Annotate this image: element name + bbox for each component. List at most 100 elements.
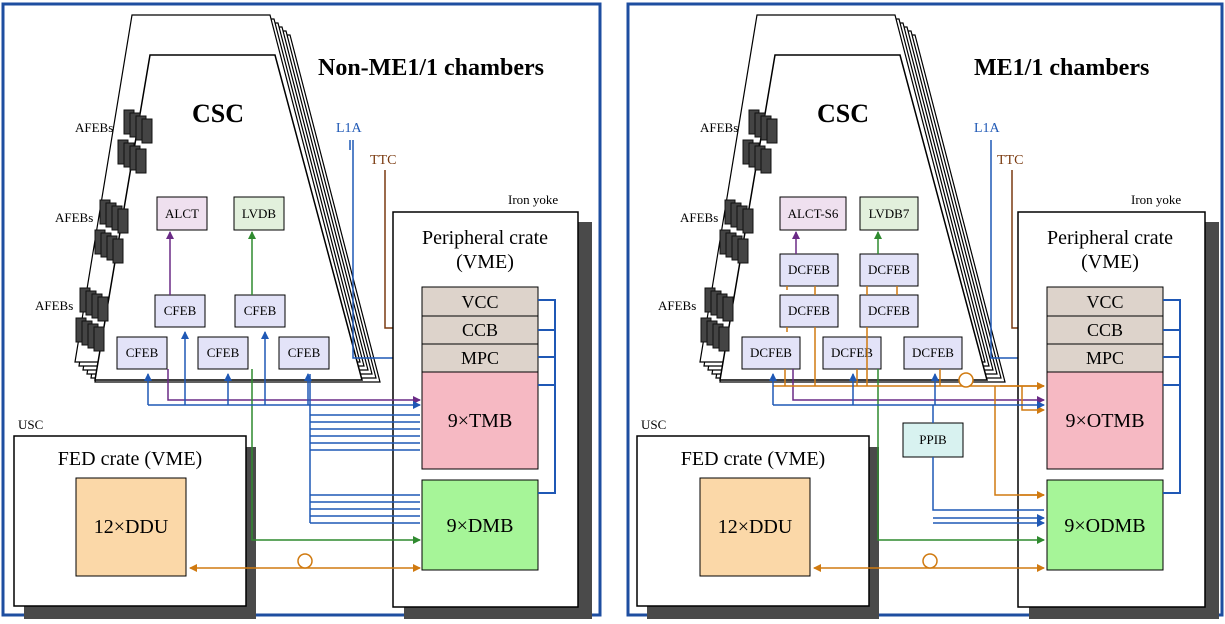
ddu-label: 12×DDU (94, 516, 169, 538)
dcfeb-box (741, 336, 801, 370)
ccb-module (1046, 315, 1164, 345)
cfeb-box (116, 336, 168, 370)
optical-connector (297, 553, 313, 569)
iron-yoke-label: Iron yoke (508, 192, 558, 207)
csc-label: CSC (192, 99, 244, 128)
vcc-module (1046, 286, 1164, 317)
odmb-module (1046, 479, 1164, 571)
dmb-label: 9×DMB (447, 515, 514, 537)
vcc-label: VCC (1086, 292, 1123, 312)
cfeb-box (278, 336, 330, 370)
left-panel-title: Non-ME1/1 chambers (318, 55, 544, 81)
afebs-label-1: AFEBs (75, 120, 113, 135)
cfeb-box (197, 336, 249, 370)
l1a-label: L1A (336, 121, 363, 136)
crate-title-1: Peripheral crate (422, 227, 548, 249)
optical-connector (922, 553, 938, 569)
cfeb-data-lines (310, 414, 420, 524)
lvdb-dmb-line (251, 369, 421, 544)
cfeb-label: CFEB (126, 345, 159, 360)
fed-crate-title: FED crate (VME) (681, 448, 825, 470)
cfeb-box (154, 294, 206, 328)
dcfeb-label: DCFEB (788, 303, 830, 318)
ccb-label: CCB (462, 320, 498, 340)
l1a-label: L1A (974, 121, 1001, 136)
ccb-module (421, 315, 539, 345)
dcfeb-label: DCFEB (831, 345, 873, 360)
afebs-label-1: AFEBs (700, 120, 738, 135)
right-panel: ME1/1 chambers CSC AFEBs AFEBs AFEBs ALC… (626, 2, 1224, 624)
vcc-label: VCC (461, 292, 498, 312)
otmb-label: 9×OTMB (1065, 410, 1144, 432)
tmb-module (421, 371, 539, 470)
lvdb7-box (859, 196, 919, 231)
ttc-label: TTC (370, 153, 396, 168)
dcfeb-label: DCFEB (788, 262, 830, 277)
dcfeb-box (859, 294, 919, 328)
dcfeb-otmb-drop (1021, 386, 1045, 414)
vme-bus (1163, 299, 1181, 494)
dcfeb-label: DCFEB (868, 303, 910, 318)
mpc-module (1046, 343, 1164, 373)
ddu-module (75, 477, 187, 577)
usc-label: USC (18, 417, 43, 432)
afebs-label-3: AFEBs (658, 298, 696, 313)
alct-box (156, 196, 208, 231)
ppib-odmb-lines (932, 457, 1044, 523)
left-panel: Non-ME1/1 chambers CSC AFEBs AFEBs AFEBs (1, 2, 602, 624)
mpc-label: MPC (1086, 348, 1124, 368)
afeb-group-3 (75, 287, 109, 352)
right-panel-title: ME1/1 chambers (974, 55, 1149, 81)
cfeb-label: CFEB (164, 303, 197, 318)
afeb-group-1 (742, 109, 778, 174)
afeb-group-1 (117, 109, 153, 174)
vme-bus (538, 299, 556, 494)
dcfeb-label: DCFEB (912, 345, 954, 360)
afeb-group-2 (94, 199, 129, 264)
otmb-module (1046, 371, 1164, 470)
odmb-label: 9×ODMB (1064, 515, 1145, 537)
ccb-label: CCB (1087, 320, 1123, 340)
lvdb7-label: LVDB7 (869, 206, 910, 221)
csc-label: CSC (817, 99, 869, 128)
cfeb-label: CFEB (288, 345, 321, 360)
cfeb-label: CFEB (207, 345, 240, 360)
lvdb-label: LVDB (242, 206, 277, 221)
alct-otmb-line (792, 369, 1045, 404)
afebs-label-3: AFEBs (35, 298, 73, 313)
crate-title-2: (VME) (456, 251, 514, 273)
dcfeb-label: DCFEB (750, 345, 792, 360)
ddu-label: 12×DDU (718, 516, 793, 538)
afeb-group-3 (700, 287, 734, 352)
ppib-label: PPIB (919, 432, 947, 447)
cfeb-box (234, 294, 286, 328)
dcfeb-box (779, 253, 839, 287)
vcc-module (421, 286, 539, 317)
cfeb-label: CFEB (244, 303, 277, 318)
mpc-label: MPC (461, 348, 499, 368)
afebs-label-2: AFEBs (55, 210, 93, 225)
optical-connector (958, 372, 974, 388)
dcfeb-box (822, 336, 882, 370)
alct-label: ALCT (165, 206, 199, 221)
alct-s6-label: ALCT-S6 (788, 206, 839, 221)
alct-s6-box (779, 196, 847, 231)
usc-label: USC (641, 417, 666, 432)
crate-title-2: (VME) (1081, 251, 1139, 273)
lvdb-box (233, 196, 285, 231)
afeb-group-2 (719, 199, 754, 264)
fed-crate-title: FED crate (VME) (58, 448, 202, 470)
crate-title-1: Peripheral crate (1047, 227, 1173, 249)
alct-tmb-line (167, 369, 421, 404)
dcfeb-label: DCFEB (868, 262, 910, 277)
dcfeb-optical-lines (773, 286, 1044, 496)
dcfeb-box (779, 294, 839, 328)
mpc-module (421, 343, 539, 373)
ttc-label: TTC (997, 153, 1023, 168)
dcfeb-box (859, 253, 919, 287)
afebs-label-2: AFEBs (680, 210, 718, 225)
iron-yoke-label: Iron yoke (1131, 192, 1181, 207)
tmb-label: 9×TMB (448, 410, 513, 432)
dmb-module (421, 479, 539, 571)
